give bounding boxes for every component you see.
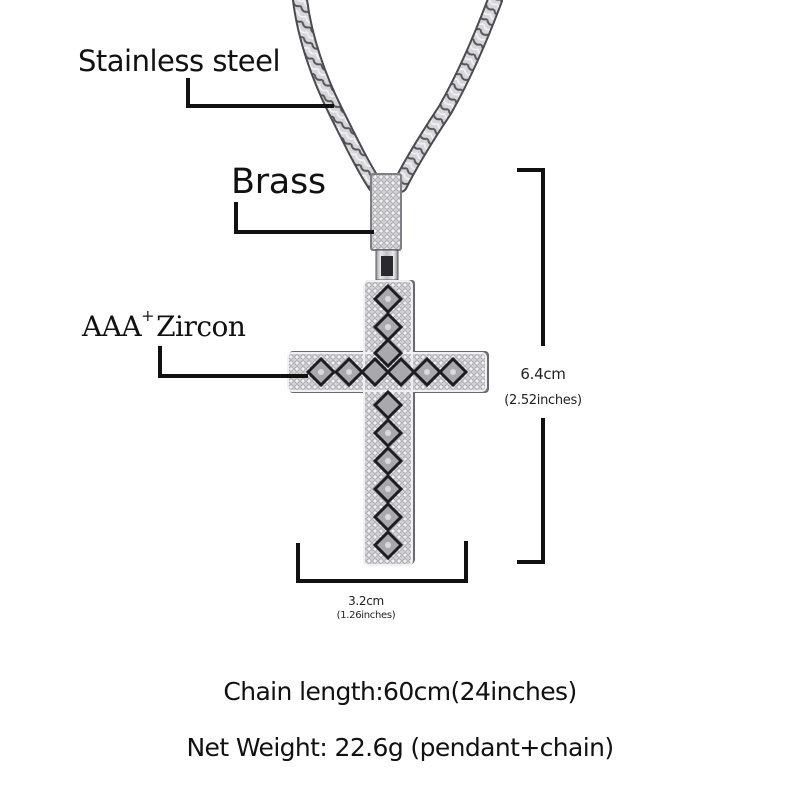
stone-grade: AAA bbox=[82, 310, 142, 343]
width-cm: 3.2cm bbox=[348, 594, 384, 608]
stone-label: AAA+Zircon bbox=[82, 306, 246, 343]
height-bracket-upper-vertical bbox=[541, 168, 545, 346]
height-bracket-lower-vertical bbox=[541, 418, 545, 564]
stone-callout-line-horizontal bbox=[158, 374, 308, 378]
width-bracket-left bbox=[296, 543, 300, 583]
bail-material-label: Brass bbox=[231, 162, 326, 202]
height-inches: (2.52inches) bbox=[504, 393, 582, 408]
height-bracket-bottom bbox=[517, 560, 545, 564]
width-inches: (1.26inches) bbox=[336, 610, 396, 621]
chain-callout-line-vertical bbox=[186, 78, 190, 108]
stone-name: Zircon bbox=[156, 310, 246, 343]
bail-callout-line-vertical bbox=[234, 202, 238, 234]
width-bracket-right bbox=[464, 541, 468, 583]
stone-callout-line-vertical bbox=[158, 346, 162, 378]
height-cm: 6.4cm bbox=[520, 365, 566, 383]
cross-pendant bbox=[287, 280, 489, 566]
net-weight-spec: Net Weight: 22.6g (pendant+chain) bbox=[186, 733, 614, 762]
bail bbox=[370, 173, 402, 281]
height-bracket-top bbox=[517, 168, 545, 172]
chain-length-spec: Chain length:60cm(24inches) bbox=[223, 677, 577, 706]
bail-callout-line-horizontal bbox=[234, 230, 374, 234]
chain-callout-line-horizontal bbox=[186, 104, 334, 108]
chain-material-label: Stainless steel bbox=[78, 44, 281, 78]
width-bracket-bottom bbox=[296, 579, 468, 583]
stone-grade-plus: + bbox=[141, 306, 155, 325]
